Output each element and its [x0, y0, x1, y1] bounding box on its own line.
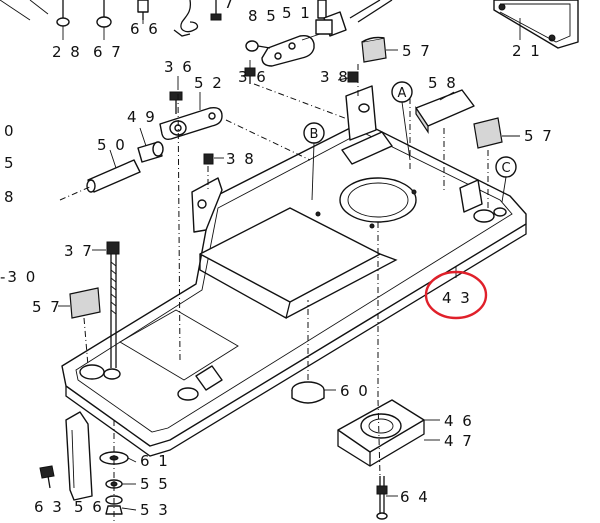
callout-21: 2 1 [512, 42, 542, 60]
callout-38-mid: 3 8 [226, 150, 256, 168]
callout-57-right: 5 7 [524, 127, 554, 145]
part-52-bracket [159, 106, 223, 141]
callout-43: 4 3 [442, 289, 472, 307]
callout-36-mid: 3 6 [238, 68, 268, 86]
edge-label-30: -3 0 [0, 268, 37, 286]
part-61-55-53-stack [99, 420, 129, 522]
callout-60: 6 0 [340, 382, 370, 400]
part-38-screw-mid [203, 153, 214, 165]
callout-53: 5 3 [140, 501, 170, 519]
part-58-pad [415, 89, 475, 134]
callout-57-top: 5 7 [402, 42, 432, 60]
callout-37: 3 7 [64, 242, 94, 260]
part-28-screw [0, 0, 70, 27]
leader-lines [58, 18, 521, 511]
part-67-screw [96, 0, 112, 28]
callout-51: 5 1 [282, 4, 312, 22]
part-spring [173, 0, 199, 37]
callout-64: 6 4 [400, 488, 430, 506]
part-63-screw [39, 465, 55, 489]
callout-labels: 2 8 6 7 6 6 8 5 5 1 5 7 2 1 3 6 5 2 3 6 … [0, 0, 554, 519]
callout-52: 5 2 [194, 74, 224, 92]
ref-letter-b: B [303, 122, 325, 201]
callout-66: 6 6 [130, 20, 160, 38]
edge-label-8: 8 [4, 188, 16, 206]
callout-85: 8 5 [248, 7, 278, 25]
part-85-screw [210, 0, 222, 21]
callout-63: 6 3 [34, 498, 64, 516]
edge-label-5: 5 [4, 154, 16, 172]
highlight-circle [424, 270, 488, 320]
callout-50: 5 0 [97, 136, 127, 154]
part-36-screw-left [169, 91, 183, 114]
callout-55: 5 5 [140, 475, 170, 493]
callout-46: 4 6 [444, 412, 474, 430]
callout-58: 5 8 [428, 74, 458, 92]
part-49-bushing [137, 141, 164, 163]
part-21-panel [493, 0, 579, 49]
part-56-plate [65, 411, 93, 501]
part-66-pin [137, 0, 149, 20]
callout-61: 6 1 [140, 452, 170, 470]
ref-letter-c-text: C [501, 161, 510, 176]
part-57-cap-right [473, 117, 503, 149]
callout-38-top: 3 8 [320, 68, 350, 86]
ref-letter-a: A [391, 81, 413, 161]
callout-28: 2 8 [52, 43, 82, 61]
part-50-shaft [59, 159, 141, 201]
edge-label-7: 7 [224, 0, 236, 12]
part-57-cap-left [69, 287, 101, 319]
callout-57-left: 5 7 [32, 298, 62, 316]
part-64-bolt [376, 476, 388, 520]
ref-letter-a-text: A [398, 86, 407, 101]
part-60-foot [291, 381, 325, 404]
callout-67: 6 7 [93, 43, 123, 61]
part-46-47-mount [337, 399, 425, 467]
part-51-rod [315, 0, 393, 37]
part-43-base [61, 85, 527, 457]
part-37-screw [106, 241, 120, 368]
callout-47: 4 7 [444, 432, 474, 450]
part-57-cap-top [361, 36, 387, 63]
callout-56: 5 6 [74, 498, 104, 516]
part-51-link [245, 34, 315, 67]
callout-36-left: 3 6 [164, 58, 194, 76]
callout-49: 4 9 [127, 108, 157, 126]
ref-letter-c: C [495, 156, 517, 203]
ref-letter-b-text: B [310, 127, 319, 142]
alignment-lines [83, 64, 489, 477]
edge-label-0: 0 [4, 122, 16, 140]
